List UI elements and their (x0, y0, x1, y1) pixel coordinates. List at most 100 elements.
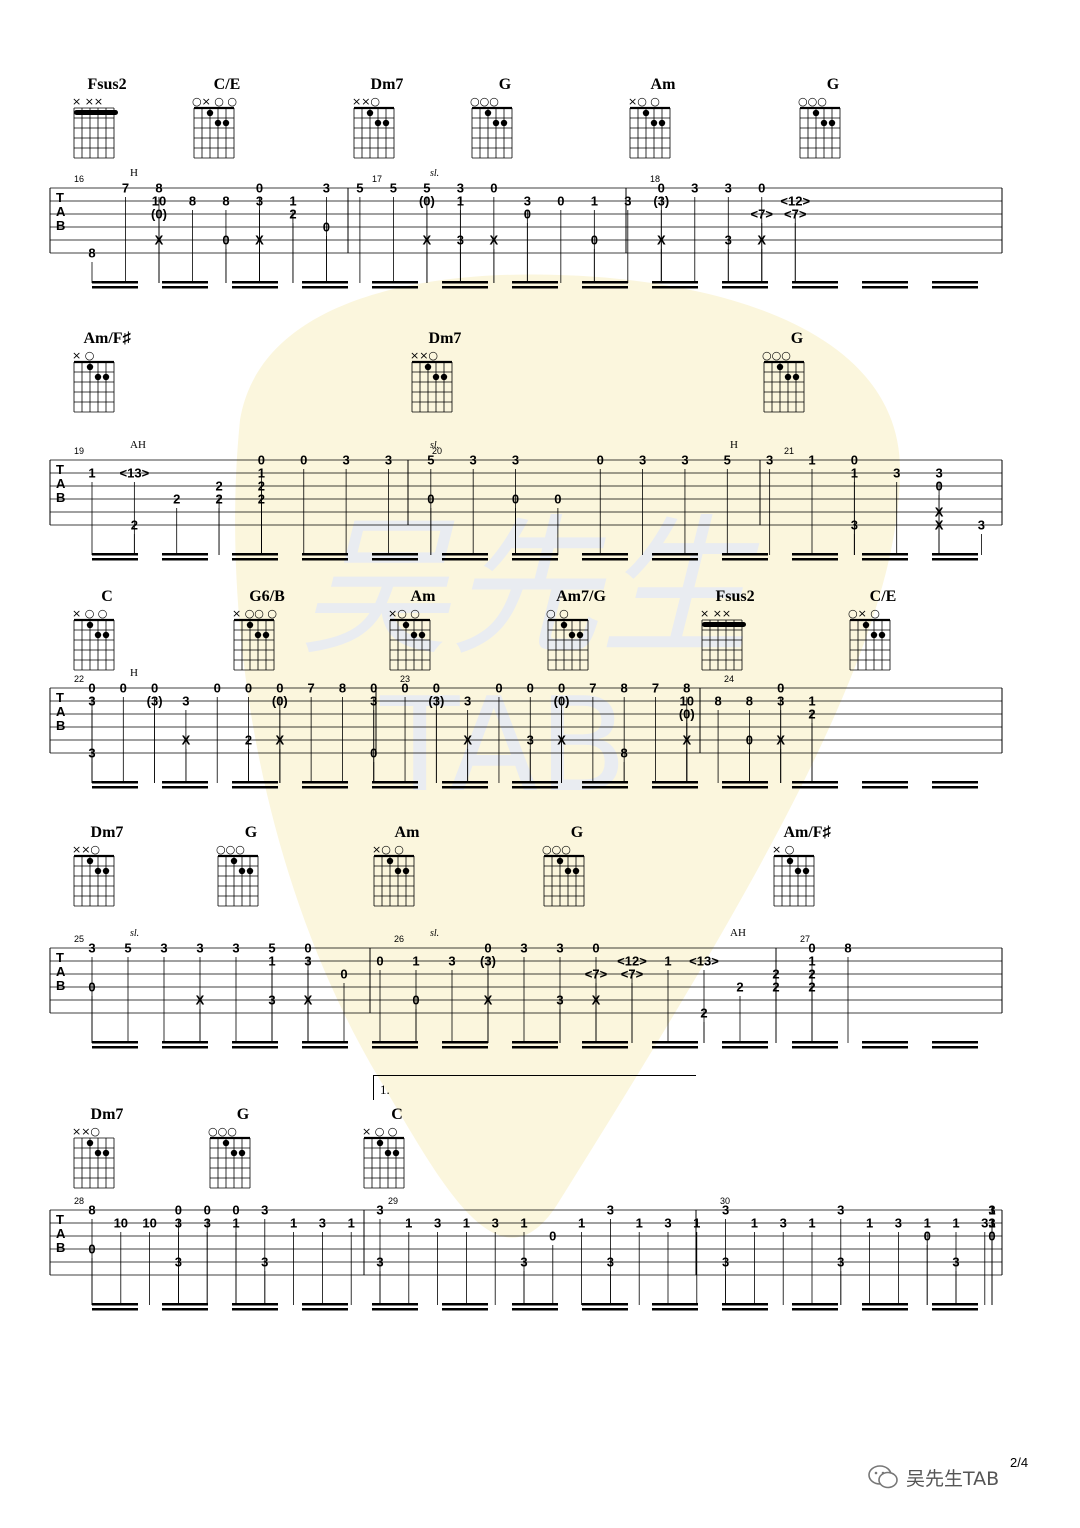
beam (442, 558, 488, 561)
beam (92, 786, 138, 789)
beam (442, 1041, 488, 1044)
tab-note: 3 (182, 694, 189, 709)
beam (302, 786, 348, 789)
finger-dot (94, 867, 102, 875)
tab-note: 3 (319, 1216, 326, 1231)
svg-text:3: 3 (88, 941, 95, 956)
svg-text:0: 0 (376, 954, 383, 969)
tab-note: 0 (592, 941, 599, 956)
chord-grid: × ○○ ○ (232, 608, 277, 671)
tab-note: 3 (725, 181, 732, 196)
svg-text:0: 0 (484, 941, 491, 956)
tab-note: 2 (736, 980, 743, 995)
svg-text:X: X (757, 233, 766, 248)
svg-text:1: 1 (591, 194, 598, 209)
tab-note: 0 (988, 1229, 995, 1244)
svg-text:5: 5 (356, 181, 363, 196)
tab-note: 2 (245, 733, 252, 748)
tab-note: 3 (664, 1216, 671, 1231)
tab-note: 5 (124, 941, 131, 956)
svg-text:0: 0 (370, 746, 377, 761)
chord-open-mute-markers: ○× ○ (848, 608, 880, 620)
svg-text:3: 3 (777, 694, 784, 709)
beam (372, 1303, 418, 1306)
beam (512, 1308, 558, 1311)
finger-dot (86, 857, 94, 865)
beam (932, 781, 978, 784)
tab-note: 1 (851, 466, 858, 481)
svg-text:8: 8 (222, 194, 229, 209)
beam (722, 1308, 768, 1311)
technique-annotation: H (130, 167, 138, 179)
tab-note: 3 (261, 1203, 268, 1218)
svg-text:X: X (592, 993, 601, 1008)
beam (932, 281, 978, 284)
tab-clef-letter: T (56, 462, 64, 477)
tab-note: 10 (114, 1216, 128, 1231)
beam (862, 281, 908, 284)
chord-grid: ○○○ (470, 96, 513, 159)
svg-text:(0): (0) (151, 207, 167, 222)
tab-note: 3 (160, 941, 167, 956)
tab-note: 0 (658, 181, 665, 196)
chord-open-mute-markers: ××○ (72, 1126, 100, 1138)
tab-note: 3 (520, 941, 527, 956)
tab-note: 1 (808, 1216, 815, 1231)
finger-dot (500, 119, 508, 127)
beam (512, 781, 558, 784)
chord-name: C (391, 1106, 403, 1123)
tab-note: 3 (988, 1216, 995, 1231)
svg-text:(0): (0) (554, 694, 570, 709)
svg-text:0: 0 (746, 733, 753, 748)
chord-name: Am (650, 76, 676, 93)
tab-note: 3 (607, 1203, 614, 1218)
svg-text:0: 0 (658, 181, 665, 196)
chord-grid: × ××8 (700, 608, 746, 671)
svg-text:3: 3 (978, 518, 985, 533)
finger-dot (424, 363, 432, 371)
beam (792, 286, 838, 289)
chord-grid: ×○ ○ (372, 844, 415, 907)
tab-note: 3 (175, 1216, 182, 1231)
tab-note: (3) (653, 194, 669, 209)
tab-note: 3 (268, 993, 275, 1008)
svg-text:3: 3 (512, 453, 519, 468)
chord-name: C (101, 588, 113, 605)
svg-text:(0): (0) (419, 194, 435, 209)
tab-note: 1 (412, 954, 419, 969)
svg-text:X: X (935, 518, 944, 533)
tab-note: 2 (700, 1006, 707, 1021)
tab-note: 3 (457, 181, 464, 196)
svg-text:2: 2 (700, 1006, 707, 1021)
beam (652, 1308, 698, 1311)
beam (512, 1046, 558, 1049)
tab-note: 3 (722, 1203, 729, 1218)
tab-note: 0 (557, 194, 564, 209)
chord-name: G (244, 824, 258, 841)
tab-note: X (155, 233, 164, 248)
finger-dot (812, 109, 820, 117)
beam (92, 1046, 138, 1049)
tab-clef-letter: A (56, 964, 66, 979)
finger-dot (376, 1139, 384, 1147)
beam (302, 1046, 348, 1049)
tab-note: 1 (232, 1216, 239, 1231)
svg-text:0: 0 (222, 233, 229, 248)
brand-badge: 吴先生TAB (868, 1462, 999, 1492)
beam (792, 781, 838, 784)
tab-note: 2 (215, 492, 222, 507)
tab-note: 0 (558, 681, 565, 696)
svg-text:0: 0 (214, 681, 221, 696)
tab-clef-letter: A (56, 204, 66, 219)
tab-note: 0 (340, 967, 347, 982)
tab-note: <13> (689, 954, 719, 969)
tab-note: 3 (256, 194, 263, 209)
tab-note: 3 (434, 1216, 441, 1231)
svg-text:0: 0 (204, 1203, 211, 1218)
beam (652, 1303, 698, 1306)
tab-note: <13> (120, 466, 150, 481)
tab-note: 0 (746, 733, 753, 748)
svg-text:0: 0 (549, 1229, 556, 1244)
